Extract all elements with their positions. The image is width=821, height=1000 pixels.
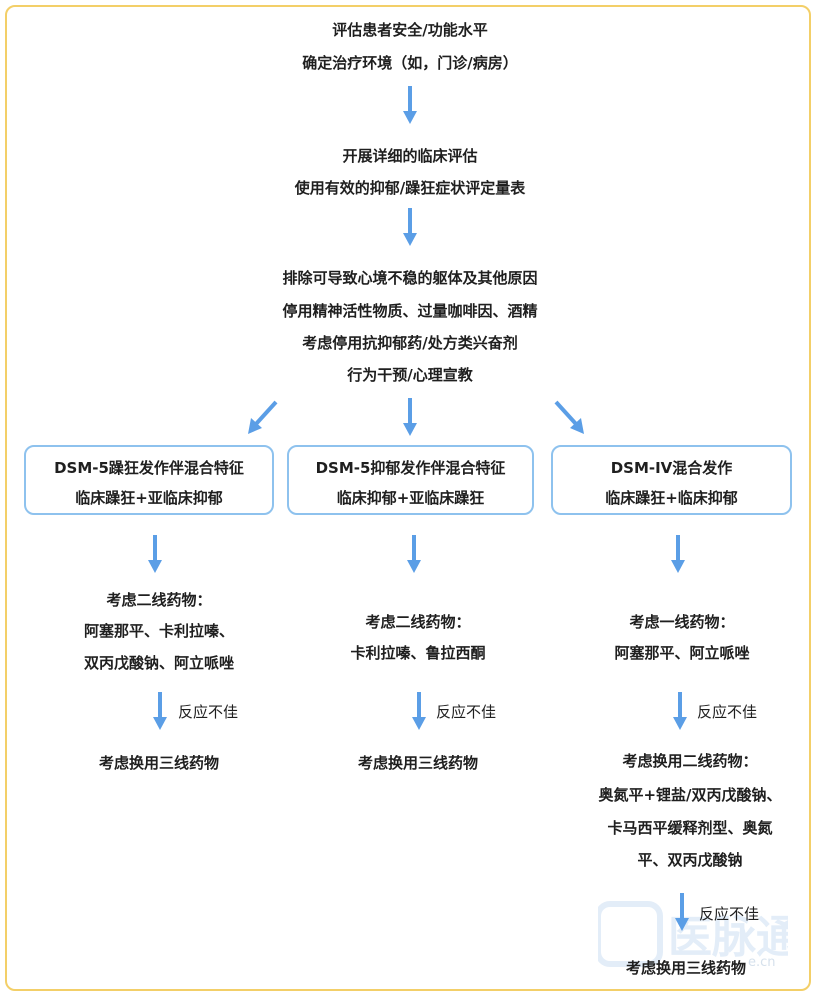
down-arrow-branch3 xyxy=(671,535,685,573)
step3-line4: 行为干预/心理宣教 xyxy=(347,366,473,384)
down-arrow-response4 xyxy=(675,893,689,931)
branch-box-dsm4-mixed: DSM-IV混合发作 临床躁狂+临床抑郁 xyxy=(551,445,792,515)
step2-line2: 使用有效的抑郁/躁狂症状评定量表 xyxy=(294,179,526,197)
step3-line2: 停用精神活性物质、过量咖啡因、酒精 xyxy=(282,302,538,320)
step3-line1: 排除可导致心境不稳的躯体及其他原因 xyxy=(282,269,538,287)
down-arrow-response1 xyxy=(153,692,167,730)
branch3-next-line3: 卡马西平缓释剂型、奥氮 xyxy=(607,819,773,837)
down-arrow-response2 xyxy=(412,692,426,730)
branch-box-mania-mixed: DSM-5躁狂发作伴混合特征 临床躁狂+亚临床抑郁 xyxy=(24,445,274,515)
branch3-treatment-line1: 考虑一线药物： xyxy=(629,613,735,631)
branch1-treatment-line1: 考虑二线药物： xyxy=(106,591,212,609)
branch-title: DSM-5躁狂发作伴混合特征 xyxy=(54,459,244,477)
branch3-response-label: 反应不佳 xyxy=(697,703,758,721)
branch-title: DSM-IV混合发作 xyxy=(610,459,733,477)
branch2-treatment-line2: 卡利拉嗪、鲁拉西酮 xyxy=(350,644,486,662)
step2-line1: 开展详细的临床评估 xyxy=(342,147,478,165)
branch3-next-line4: 平、双丙戊酸钠 xyxy=(637,851,743,869)
down-arrow-response3 xyxy=(673,692,687,730)
down-arrow-branch2 xyxy=(407,535,421,573)
watermark-logo: 医脉通 e.cn xyxy=(598,901,788,970)
diagram-frame xyxy=(5,5,811,991)
branch2-next: 考虑换用三线药物 xyxy=(357,754,479,772)
branch1-treatment-line3: 双丙戊酸钠、阿立哌唑 xyxy=(83,654,235,672)
diagonal-arrow-left xyxy=(248,400,278,434)
branch-subtitle: 临床抑郁+亚临床躁狂 xyxy=(336,489,485,507)
branch-subtitle: 临床躁狂+临床抑郁 xyxy=(605,489,738,507)
down-arrow-branch1 xyxy=(148,535,162,573)
down-arrow-1 xyxy=(403,86,417,124)
watermark-text: 医脉通 xyxy=(668,912,788,963)
branch3-next-line2: 奥氮平+锂盐/双丙戊酸钠、 xyxy=(598,786,782,804)
branch1-next: 考虑换用三线药物 xyxy=(98,754,220,772)
branch1-treatment-line2: 阿塞那平、卡利拉嗪、 xyxy=(83,622,235,640)
step1-line1: 评估患者安全/功能水平 xyxy=(332,21,488,39)
branch-subtitle: 临床躁狂+亚临床抑郁 xyxy=(75,489,223,507)
down-arrow-2 xyxy=(403,208,417,246)
branch3-final: 考虑换用三线药物 xyxy=(625,959,747,977)
watermark-suffix: e.cn xyxy=(748,955,776,970)
branch2-treatment-line1: 考虑二线药物： xyxy=(365,613,471,631)
diagonal-arrow-right xyxy=(554,400,584,434)
branch3-treatment-line2: 阿塞那平、阿立哌唑 xyxy=(614,644,750,662)
step3-line3: 考虑停用抗抑郁药/处方类兴奋剂 xyxy=(302,334,518,352)
branch2-response-label: 反应不佳 xyxy=(436,703,497,721)
branch-title: DSM-5抑郁发作伴混合特征 xyxy=(315,459,506,477)
branch3-response2-label: 反应不佳 xyxy=(699,905,760,923)
branch1-response-label: 反应不佳 xyxy=(178,703,239,721)
down-arrow-3 xyxy=(403,398,417,436)
step1-line2: 确定治疗环境（如，门诊/病房） xyxy=(302,54,518,72)
branch-box-depression-mixed: DSM-5抑郁发作伴混合特征 临床抑郁+亚临床躁狂 xyxy=(287,445,534,515)
branch3-next-line1: 考虑换用二线药物： xyxy=(622,752,758,770)
